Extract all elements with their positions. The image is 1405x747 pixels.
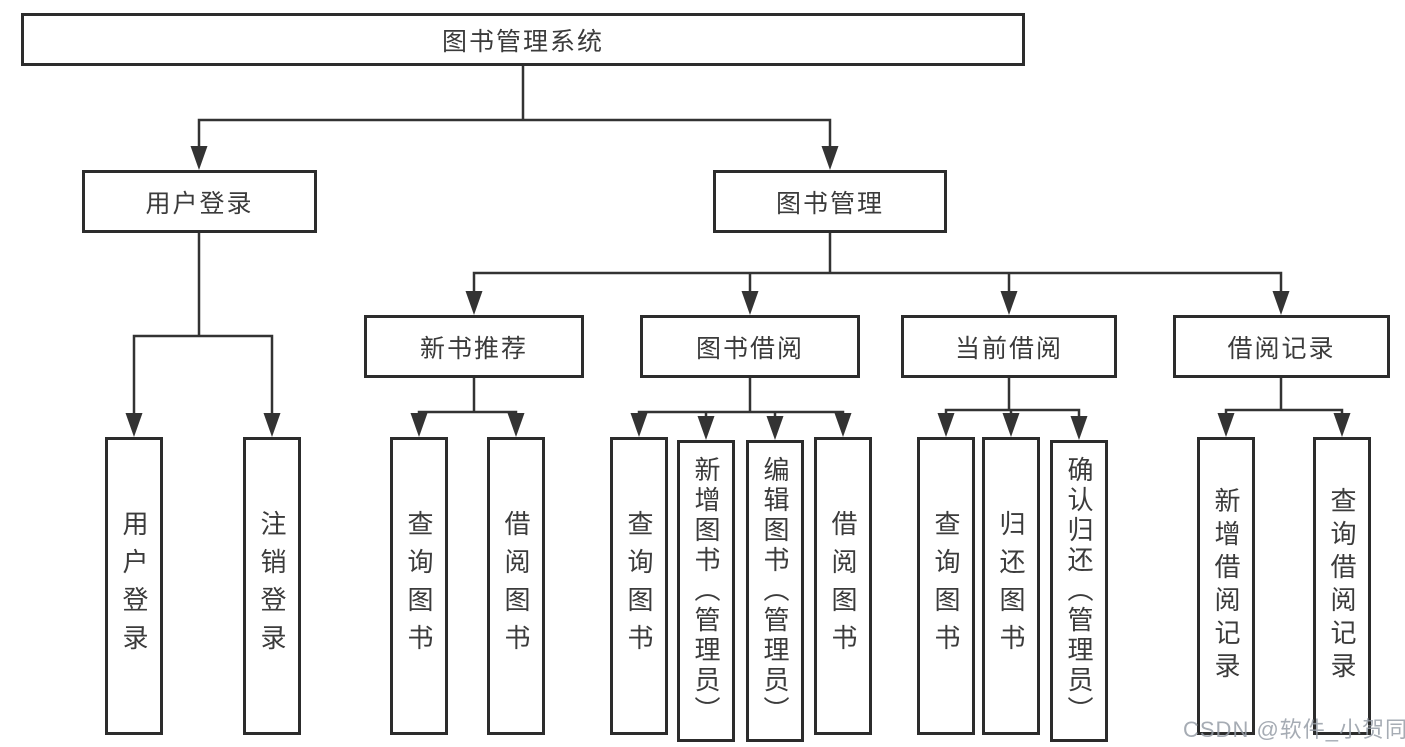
node-query-books-recommend: 查询图书 xyxy=(390,437,448,735)
node-query-books-borrowing: 查询图书 xyxy=(610,437,668,735)
node-new-book-recommendation: 新书推荐 xyxy=(364,315,584,378)
node-current-borrowing: 当前借阅 xyxy=(901,315,1117,378)
node-confirm-return-admin: 确认归还（管理员） xyxy=(1050,440,1108,742)
node-add-borrow-record: 新增借阅记录 xyxy=(1197,437,1255,735)
csdn-watermark: CSDN @软件_小贺同学 xyxy=(1183,717,1405,742)
node-book-borrowing: 图书借阅 xyxy=(640,315,860,378)
node-user-login-action: 用户登录 xyxy=(105,437,163,735)
node-borrowing-records: 借阅记录 xyxy=(1173,315,1390,378)
node-return-books: 归还图书 xyxy=(982,437,1040,735)
node-query-books-current: 查询图书 xyxy=(917,437,975,735)
node-query-borrow-record: 查询借阅记录 xyxy=(1313,437,1371,735)
node-book-management: 图书管理 xyxy=(713,170,947,233)
arrowheads xyxy=(125,146,1351,440)
node-borrow-books: 借阅图书 xyxy=(814,437,872,735)
node-user-login: 用户登录 xyxy=(82,170,317,233)
node-borrow-books-recommend: 借阅图书 xyxy=(487,437,545,735)
node-library-management-system: 图书管理系统 xyxy=(21,13,1025,66)
node-add-books-admin: 新增图书（管理员） xyxy=(677,440,735,742)
node-edit-books-admin: 编辑图书（管理员） xyxy=(746,440,804,742)
node-logout: 注销登录 xyxy=(243,437,301,735)
